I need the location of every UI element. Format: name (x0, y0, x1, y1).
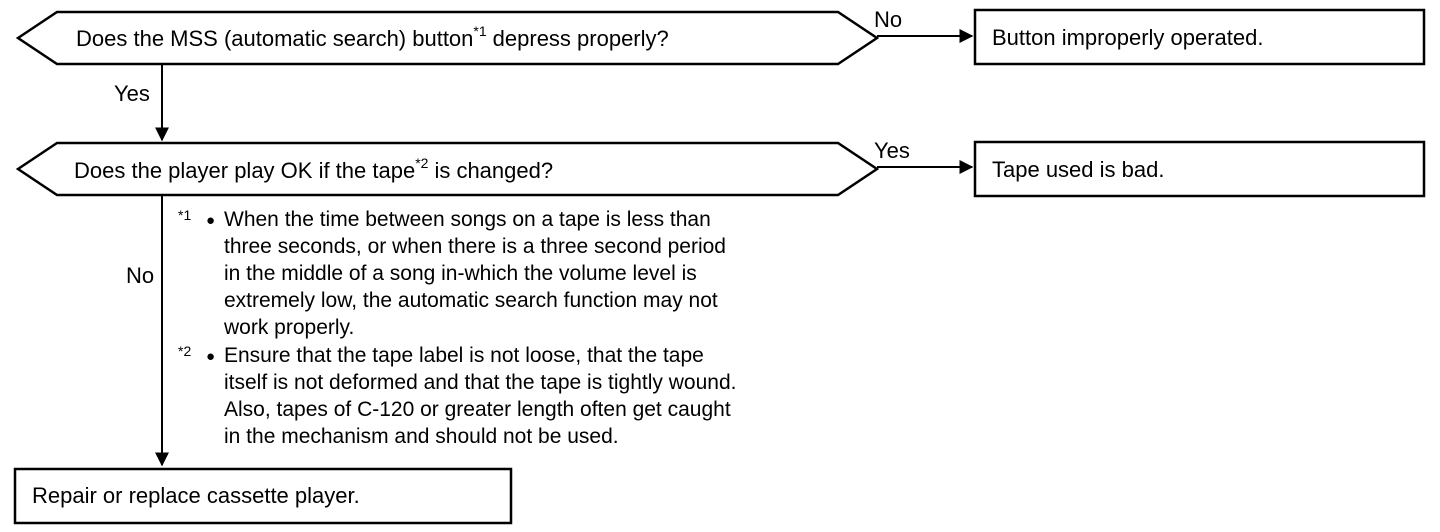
question-1-text-before: Does the MSS (automatic search) button (76, 26, 473, 51)
footnote-1-line: When the time between songs on a tape is… (224, 208, 711, 231)
question-2: Does the player play OK if the tape*2 is … (74, 155, 553, 183)
question-1-text-after: depress properly? (493, 26, 669, 51)
decision-2-shape (15, 141, 880, 197)
result-button-improper-text: Button improperly operated. (992, 25, 1264, 50)
footnote-1-line: three seconds, or when there is a three … (224, 235, 726, 258)
label-q1-yes: Yes (114, 81, 150, 106)
label-q2-no: No (126, 263, 154, 288)
result-box-tape-bad (973, 140, 1426, 198)
footnote-2-line: Also, tapes of C-120 or greater length o… (224, 398, 731, 421)
footnote-2-marker: *2 (178, 343, 191, 359)
footnote-2-line: in the mechanism and should not be used. (224, 425, 619, 448)
question-1: Does the MSS (automatic search) button*1… (76, 23, 669, 51)
result-box-button-improper (973, 8, 1426, 66)
footnote-2-line: itself is not deformed and that the tape… (224, 371, 736, 394)
footnote-1-bullet: ● (206, 212, 215, 229)
footnote-1-marker: *1 (178, 207, 191, 223)
footnote-1-line: in the middle of a song in-which the vol… (224, 262, 697, 285)
footnote-1: *1 ● When the time between songs on a ta… (178, 207, 726, 339)
decision-1-shape (15, 10, 880, 66)
label-q1-no: No (874, 7, 902, 32)
question-2-text-before: Does the player play OK if the tape (74, 158, 415, 183)
question-2-marker: *2 (415, 155, 428, 171)
result-box-repair (13, 467, 513, 525)
footnote-2-bullet: ● (206, 348, 215, 365)
question-2-text-after: is changed? (434, 158, 553, 183)
footnote-2: *2 ● Ensure that the tape label is not l… (178, 343, 736, 448)
result-repair-text: Repair or replace cassette player. (32, 483, 360, 508)
question-1-marker: *1 (473, 23, 486, 39)
label-q2-yes: Yes (874, 138, 910, 163)
result-tape-bad-text: Tape used is bad. (992, 157, 1164, 182)
footnote-2-line: Ensure that the tape label is not loose,… (224, 344, 704, 367)
footnote-1-line: work properly. (223, 316, 354, 339)
footnote-1-line: extremely low, the automatic search func… (224, 289, 718, 312)
